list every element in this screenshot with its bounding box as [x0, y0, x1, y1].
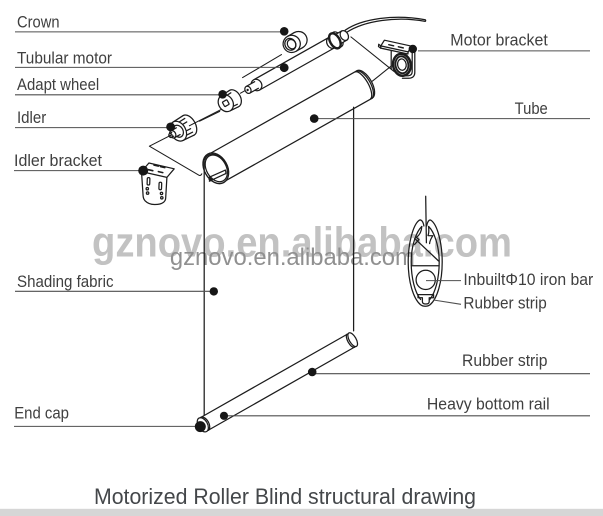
svg-text:Shading fabric: Shading fabric	[17, 273, 114, 291]
svg-text:Motorized Roller Blind structu: Motorized Roller Blind structural drawin…	[94, 484, 476, 509]
svg-text:InbuiltΦ10 iron bar: InbuiltΦ10 iron bar	[463, 271, 593, 289]
svg-text:gznovo.en.alibaba.com: gznovo.en.alibaba.com	[170, 244, 415, 271]
svg-text:Idler bracket: Idler bracket	[14, 152, 102, 170]
svg-text:Idler: Idler	[17, 109, 47, 127]
svg-text:Tube: Tube	[515, 100, 548, 118]
svg-text:Rubber strip: Rubber strip	[463, 294, 546, 312]
svg-text:Rubber strip: Rubber strip	[462, 352, 548, 370]
svg-text:Crown: Crown	[17, 13, 60, 31]
svg-text:Adapt wheel: Adapt wheel	[17, 76, 99, 94]
svg-text:Tubular motor: Tubular motor	[17, 49, 112, 67]
svg-text:Motor bracket: Motor bracket	[450, 32, 548, 50]
svg-text:End cap: End cap	[14, 405, 69, 423]
svg-text:Heavy bottom rail: Heavy bottom rail	[427, 396, 550, 414]
